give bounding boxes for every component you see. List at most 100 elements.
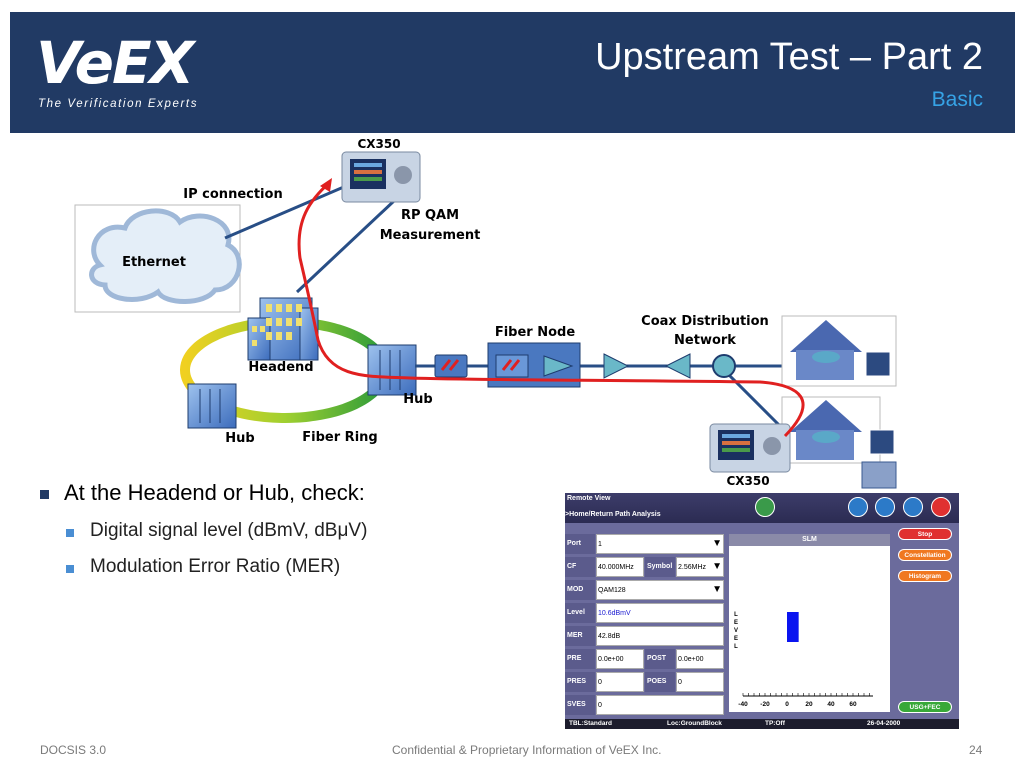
cx350-top-device	[341, 151, 421, 203]
optical-transmitter	[434, 354, 468, 378]
post-value: 0.0e+00	[676, 649, 724, 669]
logo-tagline: The Verification Experts	[38, 98, 199, 110]
slide-header: VeEX The Verification Experts Upstream T…	[10, 12, 1015, 133]
house-1	[781, 315, 897, 387]
remote-view-title: Remote View	[567, 495, 611, 502]
label-ethernet: Ethernet	[122, 255, 186, 270]
bullet-sub-1-text: Digital signal level (dBmV, dBμV)	[90, 520, 368, 541]
pre-value: 0.0e+00	[596, 649, 644, 669]
histogram-button[interactable]: Histogram	[898, 570, 952, 582]
status-tbl: TBL:Standard	[569, 720, 612, 727]
sves-value: 0	[596, 695, 724, 715]
chevron-down-icon: ▼	[712, 584, 722, 595]
bullet-square-icon	[66, 529, 74, 537]
label-rp-qam-1: RP QAM	[401, 208, 459, 223]
y-axis-label-letter: L	[734, 644, 738, 650]
headend-link-line	[295, 198, 397, 294]
label-headend: Headend	[248, 360, 313, 375]
bullet-square-icon	[66, 565, 74, 573]
mer-label: MER	[565, 626, 595, 646]
label-ip-connection: IP connection	[183, 187, 282, 202]
bullet-main-text: At the Headend or Hub, check:	[64, 480, 365, 505]
home-icon[interactable]	[903, 497, 923, 517]
pre-label: PRE	[565, 649, 595, 669]
chevron-down-icon: ▼	[712, 561, 722, 572]
minimize-icon[interactable]	[848, 497, 868, 517]
label-hub-left: Hub	[225, 431, 254, 446]
hub-right-rack	[367, 344, 417, 396]
label-hub-right: Hub	[403, 392, 432, 407]
folder-icon[interactable]	[875, 497, 895, 517]
breadcrumb: >Home/Return Path Analysis	[565, 511, 661, 518]
symbol-select[interactable]: 2.56MHz ▼	[676, 557, 724, 577]
close-icon[interactable]	[931, 497, 951, 517]
branch-line	[718, 364, 792, 438]
splitter	[712, 354, 736, 378]
poes-value: 0	[676, 672, 724, 692]
fiber-ring-outer	[182, 319, 388, 421]
port-value: 1	[598, 541, 602, 548]
footer-center: Confidential & Proprietary Information o…	[392, 743, 662, 757]
y-axis-label-letter: E	[734, 636, 738, 642]
status-date: 26-04-2000	[867, 720, 901, 727]
post-label: POST	[645, 649, 675, 669]
constellation-button[interactable]: Constellation	[898, 549, 952, 561]
page-number: 24	[969, 743, 983, 757]
mer-value: 42.8dB	[596, 626, 724, 646]
label-coax-2: Network	[674, 333, 736, 348]
port-select[interactable]: 1▼	[596, 534, 724, 554]
slide-title: Upstream Test – Part 2	[595, 36, 983, 78]
label-fiber-node: Fiber Node	[495, 325, 576, 340]
save-icon[interactable]	[755, 497, 775, 517]
label-fiber-ring: Fiber Ring	[302, 430, 377, 445]
label-cx350-top: CX350	[357, 137, 400, 151]
pres-value: 0	[596, 672, 644, 692]
status-tp: TP:Off	[765, 720, 785, 727]
y-axis-label-letter: E	[734, 620, 738, 626]
x-tick-label: 40	[827, 701, 835, 708]
rp-qam-arrow	[320, 178, 332, 192]
action-sidebar: Stop Constellation Histogram USG+FEC	[893, 523, 959, 713]
sves-label: SVES	[565, 695, 595, 715]
measurement-grid: Port 1▼ CF 40.000MHz Symbol 2.56MHz▼ MOD…	[565, 523, 727, 715]
port-label: Port	[565, 534, 595, 554]
footer-left: DOCSIS 3.0	[40, 743, 107, 757]
level-bar	[787, 612, 799, 642]
ethernet-frame	[74, 204, 241, 313]
status-loc: Loc:GroundBlock	[667, 720, 722, 727]
fiber-node	[487, 342, 581, 388]
level-value: 10.6dBmV	[596, 603, 724, 623]
bullet-square-icon	[40, 490, 49, 499]
mod-select[interactable]: QAM128 ▼	[596, 580, 724, 600]
cx350-bottom-device	[709, 423, 791, 473]
label-cx350-bottom: CX350	[726, 474, 769, 488]
stop-button[interactable]: Stop	[898, 528, 952, 540]
mod-label: MOD	[565, 580, 595, 600]
slide-subtitle: Basic	[931, 88, 983, 111]
cf-label: CF	[565, 557, 595, 577]
level-label: Level	[565, 603, 595, 623]
cf-value[interactable]: 40.000MHz	[596, 557, 644, 577]
pres-label: PRES	[565, 672, 595, 692]
symbol-label: Symbol	[645, 557, 675, 577]
label-coax-1: Coax Distribution	[641, 314, 769, 329]
poes-label: POES	[645, 672, 675, 692]
remote-view-titlebar: Remote View >Home/Return Path Analysis	[565, 493, 959, 523]
usg-fec-button[interactable]: USG+FEC	[898, 701, 952, 713]
rp-qam-path	[297, 180, 805, 438]
status-bar: TBL:Standard Loc:GroundBlock TP:Off 26-0…	[565, 719, 959, 729]
x-tick-label: 0	[785, 701, 789, 708]
ip-connection-line	[224, 178, 361, 240]
mod-value: QAM128	[598, 587, 626, 594]
chevron-down-icon: ▼	[712, 538, 722, 549]
x-tick-label: 20	[805, 701, 813, 708]
bullet-sub-2-text: Modulation Error Ratio (MER)	[90, 556, 341, 577]
x-tick-label: -20	[760, 701, 770, 708]
house-2	[781, 396, 897, 489]
y-axis-label-letter: L	[734, 612, 738, 618]
chart-title: SLM	[729, 534, 890, 546]
symbol-value: 2.56MHz	[678, 564, 707, 571]
amplifier-1	[603, 353, 630, 379]
